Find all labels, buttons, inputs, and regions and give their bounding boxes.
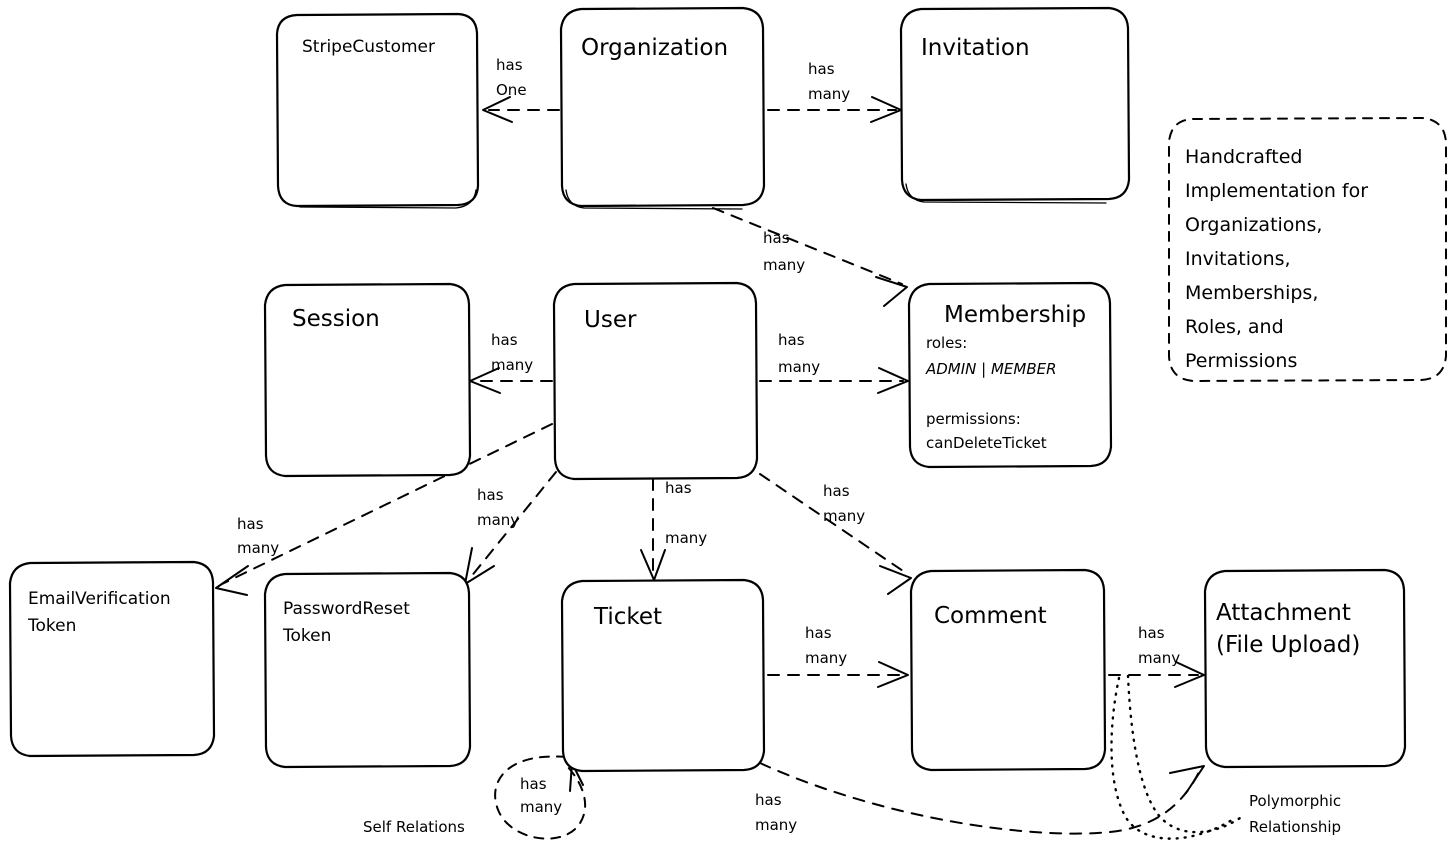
- edge-label-comment-attachment: has many: [1138, 624, 1180, 667]
- edge-label-line2: many: [755, 816, 797, 834]
- entity-title-comment: Comment: [934, 603, 1047, 629]
- entity-emailverificationtoken[interactable]: EmailVerification Token: [8, 560, 216, 758]
- entity-title-membership: Membership: [944, 302, 1086, 328]
- edge-label-line2: One: [496, 81, 527, 99]
- edge-label-line2: many: [763, 256, 805, 274]
- edge-user-comment: [759, 473, 912, 595]
- edge-label-user-passwordresettoken: has many: [477, 486, 519, 529]
- entity-invitation[interactable]: Invitation: [899, 6, 1131, 204]
- edge-label-line2: many: [520, 798, 562, 816]
- edge-label-line2: many: [823, 507, 865, 525]
- edge-label-line1: has: [1138, 624, 1165, 642]
- entity-title-session: Session: [292, 306, 380, 332]
- entity-title-passwordresettoken-line2: Token: [282, 626, 331, 646]
- edge-label-line1: has: [477, 486, 504, 504]
- entity-user[interactable]: User: [552, 281, 759, 481]
- entity-title-attachment-line1: Attachment: [1216, 600, 1351, 626]
- entity-title-invitation: Invitation: [921, 35, 1030, 61]
- membership-field-roles-value: ADMIN | MEMBER: [925, 360, 1057, 378]
- edge-label-line1: has: [491, 331, 518, 349]
- note-line-5: Memberships,: [1185, 282, 1318, 304]
- note-line-4: Invitations,: [1185, 248, 1291, 270]
- note-line-2: Implementation for: [1185, 180, 1368, 202]
- edge-label-line2: many: [778, 358, 820, 376]
- edge-label-organization-membership: has many: [763, 229, 805, 274]
- edge-user-membership: [759, 367, 909, 394]
- entity-title-emailverificationtoken-line1: EmailVerification: [28, 589, 171, 609]
- edge-label-line1: has: [805, 624, 832, 642]
- edge-label-line1: has: [808, 60, 835, 78]
- entity-title-organization: Organization: [581, 35, 728, 61]
- entity-ticket[interactable]: Ticket: [560, 578, 766, 773]
- edge-label-user-emailverificationtoken: has many: [237, 515, 279, 557]
- entity-title-user: User: [584, 307, 637, 333]
- polymorphic-relationship-label-line2: Relationship: [1249, 818, 1341, 836]
- edge-label-line1: has: [763, 229, 790, 247]
- edge-ticket-attachment: [759, 762, 1205, 835]
- polymorphic-dotted-connectors: [1110, 674, 1242, 840]
- edge-label-line1: has: [755, 791, 782, 809]
- polymorphic-relationship-label-line1: Polymorphic: [1249, 792, 1341, 810]
- edge-label-user-session: has many: [491, 331, 533, 374]
- edge-label-line2: many: [665, 529, 707, 547]
- edge-label-user-membership: has many: [778, 331, 820, 376]
- edge-label-line1: has: [778, 331, 805, 349]
- note-line-7: Permissions: [1185, 350, 1297, 372]
- edge-label-ticket-attachment: has many: [755, 791, 797, 834]
- edge-organization-membership: [712, 207, 908, 307]
- edge-label-organization-invitation: has many: [808, 60, 850, 103]
- edge-label-line1: has: [823, 482, 850, 500]
- edge-label-line2: many: [808, 85, 850, 103]
- entity-title-emailverificationtoken-line2: Token: [27, 616, 76, 636]
- edge-label-line2: many: [477, 511, 519, 529]
- entity-title-attachment-line2: (File Upload): [1216, 632, 1360, 658]
- edge-label-ticket-comment: has many: [805, 624, 847, 667]
- entity-title-ticket: Ticket: [593, 604, 662, 630]
- edge-label-line1: has: [520, 775, 547, 793]
- edge-user-emailverificationtoken: [215, 423, 553, 596]
- edge-label-line2: many: [237, 539, 279, 557]
- edge-label-user-ticket: has many: [665, 479, 707, 547]
- edge-ticket-comment: [767, 661, 909, 688]
- edge-label-line2: many: [1138, 649, 1180, 667]
- entity-session[interactable]: Session: [263, 282, 472, 478]
- edge-organization-stripecustomer: [482, 96, 560, 123]
- edge-label-ticket-self: has many: [520, 775, 562, 816]
- entity-organization[interactable]: Organization: [559, 6, 766, 210]
- entity-comment[interactable]: Comment: [909, 568, 1107, 772]
- entity-title-stripecustomer: StripeCustomer: [302, 37, 435, 57]
- membership-field-roles-label: roles:: [926, 334, 967, 352]
- edge-label-organization-stripecustomer: has One: [496, 56, 527, 99]
- edge-label-user-comment: has many: [823, 482, 865, 525]
- note-line-6: Roles, and: [1185, 316, 1284, 338]
- edge-label-line1: has: [496, 56, 523, 74]
- note-line-3: Organizations,: [1185, 214, 1322, 236]
- edge-label-line1: has: [237, 515, 264, 533]
- membership-field-permissions-label: permissions:: [926, 410, 1021, 428]
- edge-label-line2: many: [805, 649, 847, 667]
- self-relations-label: Self Relations: [363, 818, 465, 836]
- entity-attachment[interactable]: Attachment (File Upload): [1203, 568, 1407, 769]
- entity-title-passwordresettoken-line1: PasswordReset: [283, 599, 410, 619]
- entity-membership[interactable]: Membership roles: ADMIN | MEMBER permiss…: [907, 281, 1113, 469]
- edge-comment-attachment: [1108, 661, 1205, 688]
- edge-label-line2: many: [491, 356, 533, 374]
- edge-label-line1: has: [665, 479, 692, 497]
- note-line-1: Handcrafted: [1185, 146, 1303, 168]
- membership-field-permissions-value: canDeleteTicket: [926, 434, 1047, 452]
- note-handcrafted: Handcrafted Implementation for Organizat…: [1168, 117, 1447, 382]
- entity-passwordresettoken[interactable]: PasswordReset Token: [263, 571, 472, 769]
- entity-stripecustomer[interactable]: StripeCustomer: [275, 12, 480, 209]
